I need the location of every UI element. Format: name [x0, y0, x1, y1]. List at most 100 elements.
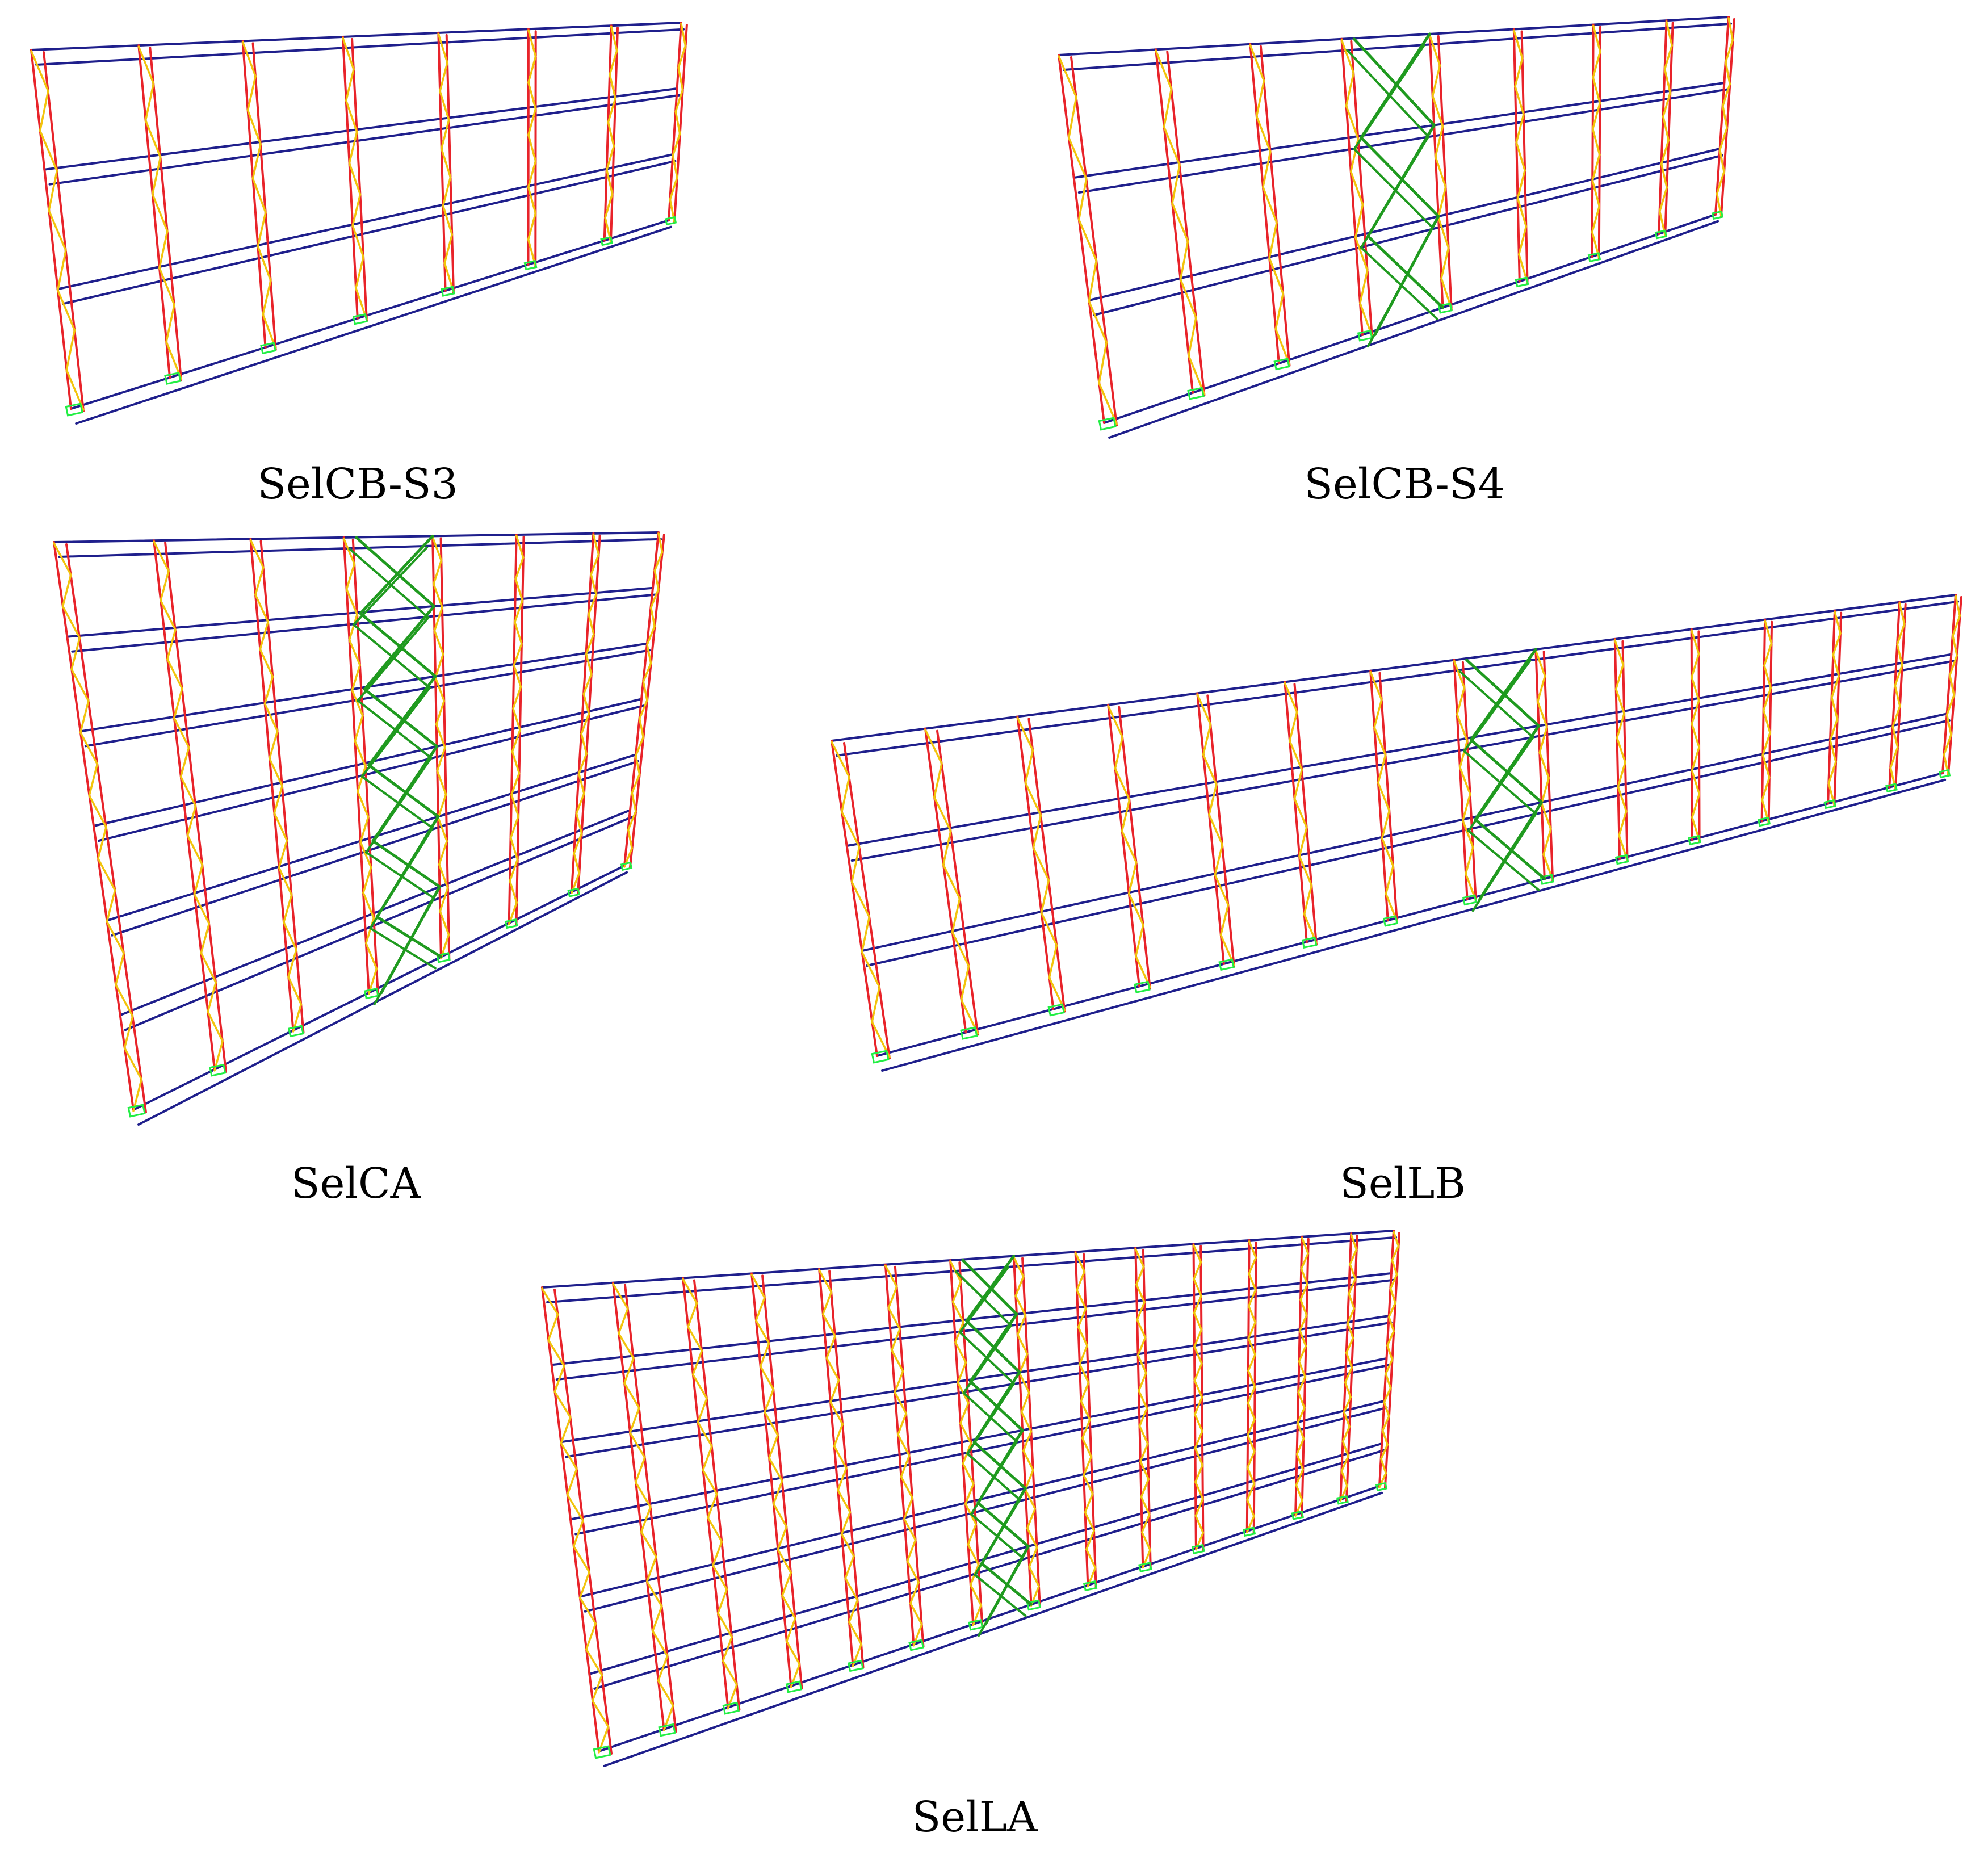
frame-diagonal: [510, 794, 519, 817]
frame-diagonal: [512, 707, 521, 731]
cross-brace: [1465, 659, 1540, 728]
frame-diagonal: [1832, 653, 1840, 677]
frame-diagonal: [348, 162, 362, 196]
frame-diagonal: [1354, 236, 1369, 271]
frame-diagonal: [1246, 1499, 1255, 1517]
frame-post: [1947, 596, 1962, 777]
frame-diagonal: [1453, 660, 1466, 689]
frame-diagonal: [844, 1577, 859, 1601]
frame-diagonal: [1193, 1278, 1202, 1297]
frame-diagonal: [514, 621, 523, 645]
frame-diagonal: [906, 1539, 917, 1562]
frame-diagonal: [951, 897, 961, 933]
frame-diagonal: [1077, 219, 1098, 262]
frame-post: [1888, 601, 1901, 789]
frame-diagonal: [1084, 1511, 1095, 1532]
frame-diagonal: [527, 133, 537, 162]
frame-diagonal: [1389, 1273, 1398, 1290]
frame-diagonal: [1725, 39, 1734, 64]
frame-diagonal: [1437, 216, 1450, 249]
frame-diagonal: [1725, 61, 1731, 85]
frame-diagonal: [1514, 85, 1525, 116]
frame-diagonal: [257, 245, 272, 282]
frame-diagonal: [871, 985, 880, 1024]
base-support-icon: [523, 259, 538, 271]
frame-diagonal: [123, 1015, 134, 1049]
frame-diagonal: [1249, 44, 1265, 82]
frame-diagonal: [1889, 746, 1899, 769]
frame-diagonal: [575, 792, 585, 815]
frame-diagonal: [527, 55, 537, 84]
cross-brace: [359, 534, 434, 615]
cross-brace: [352, 546, 429, 626]
frame-diagonal: [717, 1588, 728, 1614]
frame-diagonal: [160, 570, 170, 602]
frame-diagonal: [1080, 1400, 1091, 1421]
frame-diagonal: [1076, 1270, 1086, 1291]
frame-post: [843, 742, 891, 1059]
frame-diagonal: [1247, 1434, 1256, 1453]
frame-diagonal: [1247, 1289, 1257, 1307]
frame-diagonal: [1300, 1252, 1309, 1270]
frame-diagonal: [585, 633, 595, 656]
frame-diagonal: [433, 606, 443, 632]
frame-diagonal: [1896, 643, 1903, 666]
frame-diagonal: [433, 559, 443, 585]
frame-diagonal: [962, 1462, 975, 1485]
frame-diagonal: [48, 169, 58, 212]
frame-diagonal: [1247, 1402, 1256, 1420]
frame-diagonal: [1192, 1244, 1202, 1264]
frame-diagonal: [604, 192, 614, 219]
frame-diagonal: [97, 826, 107, 860]
frame-diagonal: [837, 1467, 848, 1491]
frame-diagonal: [357, 790, 370, 818]
frame-diagonal: [1345, 72, 1355, 107]
frame-diagonal: [884, 1264, 898, 1288]
frame-diagonal: [1691, 699, 1700, 725]
frame-diagonal: [781, 1571, 792, 1597]
cross-brace: [1471, 812, 1537, 912]
frame-diagonal: [592, 1700, 610, 1728]
frame-post: [936, 729, 979, 1036]
cross-brace: [357, 616, 430, 702]
frame-diagonal: [825, 1357, 840, 1381]
frame-diagonal: [1020, 1391, 1030, 1414]
frame-diagonal: [263, 703, 279, 732]
frame-diagonal: [1084, 1492, 1094, 1513]
frame-post: [1192, 1243, 1197, 1550]
frame-diagonal: [511, 750, 521, 774]
frame-diagonal: [1830, 675, 1840, 699]
frame-diagonal: [764, 1411, 779, 1436]
frame-diagonal: [351, 664, 361, 691]
frame-post: [673, 24, 688, 224]
base-support-icon: [1357, 329, 1373, 342]
frame-diagonal: [1718, 149, 1725, 173]
frame-post: [623, 531, 660, 867]
frame-diagonal: [712, 1564, 728, 1591]
frame-diagonal: [964, 1483, 975, 1505]
frame-diagonal: [1691, 769, 1701, 795]
frame-diagonal: [585, 653, 593, 676]
frame-diagonal: [61, 573, 72, 607]
model-selca: [53, 531, 665, 1126]
frame-post: [1512, 28, 1521, 283]
frame-diagonal: [1080, 1381, 1090, 1403]
frame-diagonal: [1214, 844, 1223, 876]
frame-diagonal: [442, 204, 454, 236]
frame-diagonal: [1832, 632, 1842, 656]
frame-diagonal: [1344, 1381, 1352, 1398]
frame-diagonal: [1386, 1344, 1394, 1361]
frame-diagonal: [1761, 732, 1771, 756]
frame-diagonal: [1690, 629, 1700, 655]
frame-diagonal: [645, 1555, 657, 1583]
cross-brace: [1469, 738, 1544, 804]
frame-diagonal: [1127, 892, 1144, 926]
frame-diagonal: [1691, 746, 1700, 772]
frame-diagonal: [1303, 884, 1313, 916]
ledger-rear: [124, 815, 634, 1031]
frame-diagonal: [702, 1469, 718, 1495]
cross-brace: [965, 1255, 1016, 1323]
frame-diagonal: [1247, 1386, 1256, 1404]
frame-diagonal: [88, 794, 107, 828]
frame-post: [1074, 1251, 1089, 1587]
